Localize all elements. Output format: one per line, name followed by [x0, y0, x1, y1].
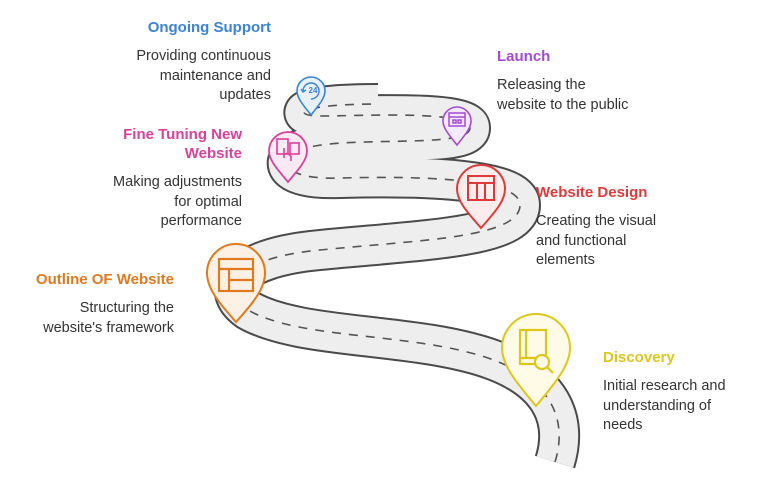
- outline-marker: [205, 243, 267, 324]
- marker-pin: [268, 131, 308, 184]
- layout-icon: [217, 257, 255, 293]
- stage-title-discovery: Discovery: [603, 349, 675, 366]
- support-24-glyph: 24: [309, 86, 318, 95]
- marker-pin: [205, 243, 267, 324]
- stage-title-fine-tuning: Fine Tuning New Website: [123, 126, 242, 162]
- stage-fine-tuning: Fine Tuning New Website Making adjustmen…: [113, 125, 242, 232]
- stage-design: Website Design Creating the visual and f…: [536, 183, 656, 271]
- stage-title-support: Ongoing Support: [147, 19, 271, 36]
- devices-touch-icon: [276, 138, 300, 161]
- stage-description-launch: Releasing the website to the public: [497, 77, 629, 113]
- stage-title-design: Website Design: [536, 184, 648, 201]
- stage-discovery: Discovery Initial research and understan…: [603, 348, 726, 436]
- support-marker: 24: [296, 76, 326, 117]
- stage-description-support: Providing continuous maintenance and upd…: [136, 48, 271, 103]
- stage-outline: Outline OF Website Structuring the websi…: [36, 270, 174, 338]
- stage-description-discovery: Initial research and understanding of ne…: [603, 378, 726, 433]
- design-marker: [455, 164, 507, 230]
- discovery-marker: [500, 313, 572, 408]
- book-search-icon: [518, 328, 554, 374]
- support-24-icon: [300, 82, 320, 100]
- stage-title-outline: Outline OF Website: [35, 271, 174, 288]
- stage-description-fine-tuning: Making adjustments for optimal performan…: [113, 174, 242, 229]
- browser-window-icon: [448, 112, 466, 127]
- stage-title-launch: Launch: [497, 48, 551, 65]
- stage-launch: Launch Releasing the website to the publ…: [497, 47, 628, 115]
- stage-description-outline: Structuring the website's framework: [43, 300, 174, 336]
- stage-support: Ongoing Support Providing continuous mai…: [136, 18, 271, 106]
- launch-marker: [442, 106, 472, 147]
- fine-tuning-marker: [268, 131, 308, 184]
- grid-icon: [467, 175, 495, 201]
- stage-description-design: Creating the visual and functional eleme…: [536, 213, 657, 268]
